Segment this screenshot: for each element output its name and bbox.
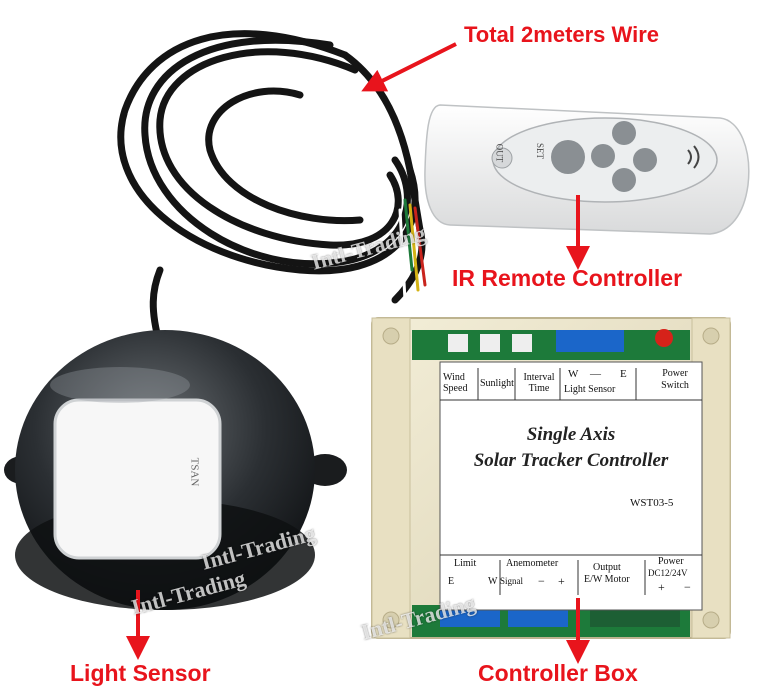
label-title-line1: Single Axis xyxy=(526,424,616,445)
label-signal: Signal xyxy=(500,576,524,586)
ir-remote-device xyxy=(424,104,750,235)
callout-box: Controller Box xyxy=(478,660,638,686)
label-dc: DC12/24V xyxy=(648,568,688,578)
label-sunlight: Sunlight xyxy=(480,378,514,389)
label-w: W xyxy=(568,368,579,380)
controller-label-sticker: Wind Speed Sunlight Interval Time W — E … xyxy=(440,362,702,610)
sensor-marking: TSAN xyxy=(188,457,201,487)
callout-arrows xyxy=(126,42,590,664)
label-dash: — xyxy=(590,368,601,380)
callout-wire: Total 2meters Wire xyxy=(464,22,660,47)
label-output: Output xyxy=(593,562,621,573)
light-sensor-device xyxy=(4,330,347,610)
label-power: Power xyxy=(658,556,684,567)
cable-coil xyxy=(117,30,426,349)
label-limit: Limit xyxy=(454,558,477,569)
label-ew-motor: E/W Motor xyxy=(584,574,630,585)
label-limit-e: E xyxy=(448,576,455,587)
callout-sensor: Light Sensor xyxy=(70,660,211,686)
label-model: WST03-5 xyxy=(630,497,674,509)
label-power-plus: + xyxy=(658,580,665,594)
controller-box-device xyxy=(371,317,731,639)
label-power-switch: Power Switch xyxy=(661,368,689,391)
callout-remote: IR Remote Controller xyxy=(452,265,683,291)
remote-set-label: SET xyxy=(535,142,546,160)
label-anemometer-plus: + xyxy=(558,574,565,588)
wire-ends xyxy=(398,198,427,302)
label-title-line2: Solar Tracker Controller xyxy=(473,450,669,471)
label-light-sensor: Light Sensor xyxy=(564,384,616,395)
label-anemometer: Anemometer xyxy=(506,558,559,569)
label-power-minus: − xyxy=(684,580,691,594)
remote-out-label: OUT xyxy=(494,143,505,163)
label-interval-time: Interval Time xyxy=(523,372,555,394)
label-anemometer-minus: − xyxy=(538,574,545,588)
label-limit-w: W xyxy=(488,576,498,587)
label-e: E xyxy=(620,368,627,380)
label-wind-speed: Wind Speed xyxy=(443,372,468,394)
